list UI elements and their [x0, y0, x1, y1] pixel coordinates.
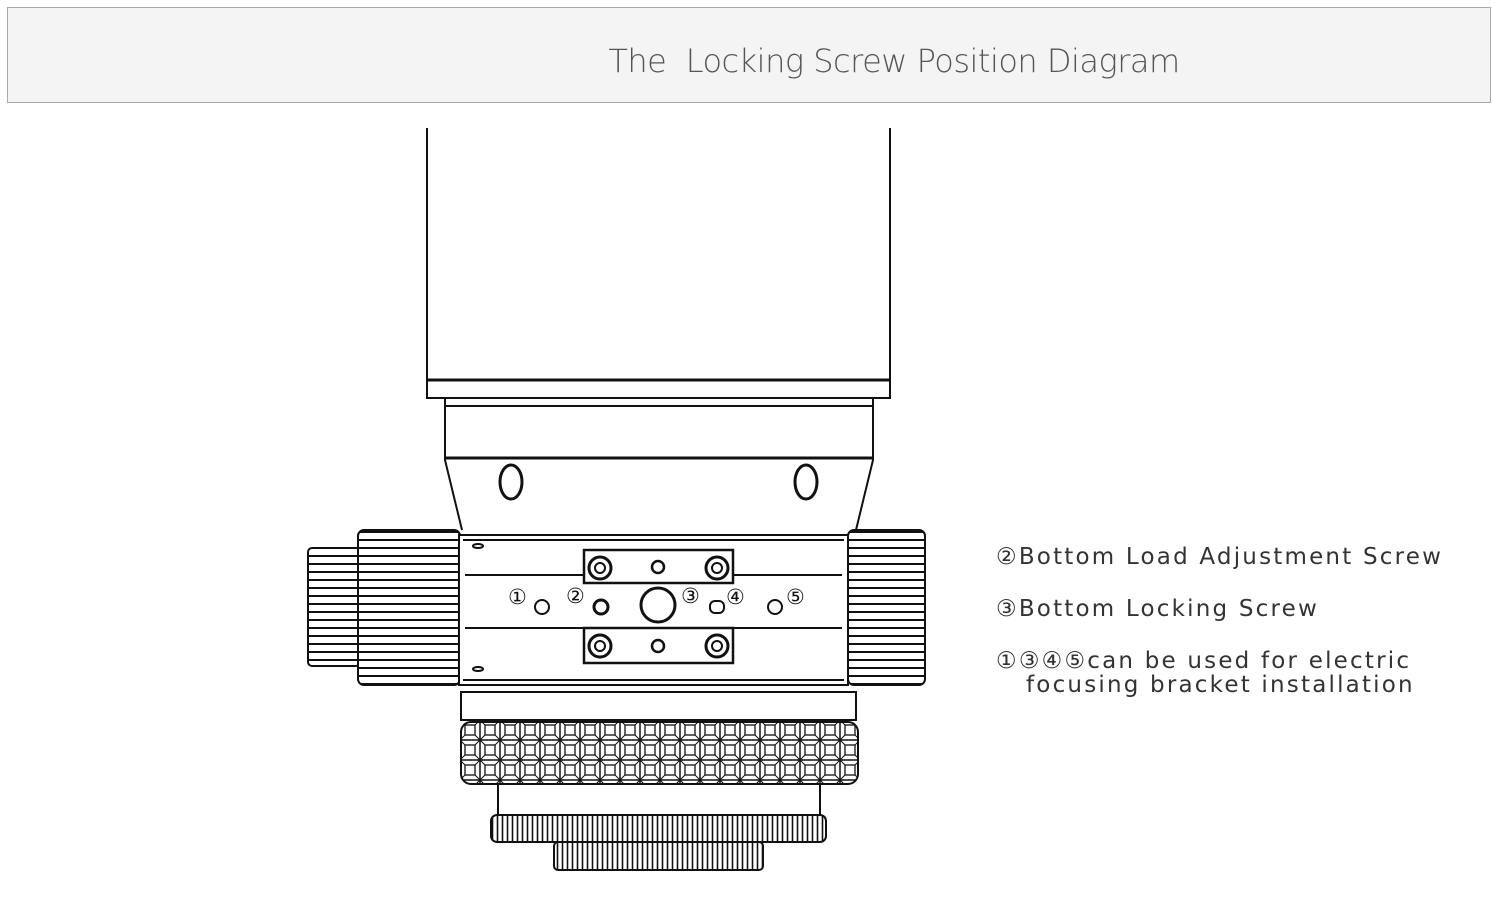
hole-2 — [592, 598, 610, 616]
legend-load-adjustment: ②Bottom Load Adjustment Screw — [996, 544, 1444, 570]
knurled-ring[interactable] — [460, 721, 859, 785]
hole-1 — [534, 599, 550, 615]
hole-4 — [709, 600, 725, 614]
legend-bracket-holes: ①③④⑤can be used for electric focusing br… — [996, 649, 1415, 697]
main-tube — [426, 128, 891, 399]
header-banner: The Locking Screw Position Diagram — [7, 7, 1491, 103]
legend-locking-screw: ③Bottom Locking Screw — [996, 596, 1319, 622]
bottom-plate — [458, 534, 849, 686]
marker-3: ③ — [681, 584, 700, 608]
marker-1: ① — [508, 585, 527, 609]
locking-screw-hole — [639, 586, 677, 624]
screw-icon — [498, 463, 524, 501]
marker-2: ② — [566, 584, 585, 608]
page-title: The Locking Screw Position Diagram — [608, 42, 1180, 80]
lock-ring[interactable] — [490, 814, 827, 843]
screw-icon — [793, 463, 819, 501]
hole-5 — [767, 599, 783, 615]
legend-bracket-line2: focusing bracket installation — [1026, 672, 1415, 698]
legend-bracket-line1: ①③④⑤can be used for electric — [996, 648, 1412, 674]
marker-4: ④ — [726, 585, 745, 609]
lower-band — [460, 691, 857, 721]
left-focus-knob[interactable] — [357, 529, 461, 686]
focuser-neck — [444, 398, 874, 531]
fine-focus-knob[interactable] — [307, 547, 361, 667]
lower-neck — [497, 783, 821, 816]
bottom-knob[interactable] — [553, 841, 764, 871]
right-focus-knob[interactable] — [847, 529, 926, 686]
marker-5: ⑤ — [786, 585, 805, 609]
